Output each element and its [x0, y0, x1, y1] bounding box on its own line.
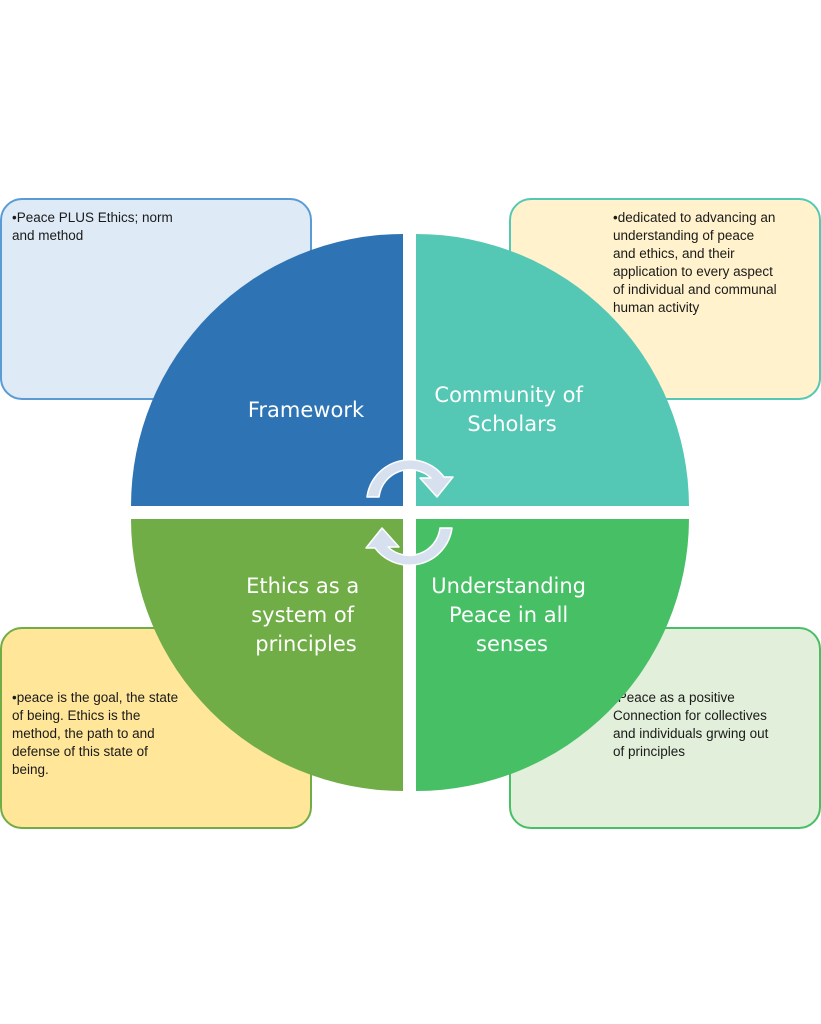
text-line: Connection for collectives [613, 708, 767, 723]
text-line: •dedicated to advancing an [613, 210, 776, 225]
quadrant-ethics [131, 519, 403, 791]
label-line: system of [251, 603, 354, 627]
text-line: of principles [613, 744, 686, 759]
text-line: method, the path to and [12, 726, 155, 741]
text-line: of being. Ethics is the [12, 708, 141, 723]
text-line: and individuals grwing out [613, 726, 769, 741]
text-line: of individual and communal [613, 282, 777, 297]
description-text-framework: •Peace PLUS Ethics; norm and method [12, 209, 173, 245]
quadrant-framework [131, 234, 403, 506]
text-line: •Peace PLUS Ethics; norm [12, 210, 173, 225]
text-line: and ethics, and their [613, 246, 735, 261]
description-text-community: •dedicated to advancing an understanding… [613, 209, 777, 317]
text-line: human activity [613, 300, 700, 315]
text-line: and method [12, 228, 84, 243]
description-text-understanding: •Peace as a positive Connection for coll… [613, 689, 768, 761]
text-line: application to every aspect [613, 264, 773, 279]
label-line: Framework [248, 398, 365, 422]
label-line: Ethics as a [246, 574, 359, 598]
label-line: Community of [434, 383, 583, 407]
label-line: Scholars [467, 412, 556, 436]
label-line: Peace in all [449, 603, 568, 627]
label-line: Understanding [431, 574, 586, 598]
label-line: senses [476, 632, 548, 656]
text-line: defense of this state of [12, 744, 148, 759]
text-line: being. [12, 762, 49, 777]
quadrant-label-ethics: Ethics as a system of principles [246, 574, 366, 656]
quadrant-label-community: Community of Scholars [434, 383, 589, 436]
text-line: •peace is the goal, the state [12, 690, 179, 705]
cycle-arrow-clockwise-bottom-icon [365, 527, 453, 566]
label-line: principles [255, 632, 357, 656]
quadrant-label-understanding: Understanding Peace in all senses [431, 574, 592, 656]
description-text-ethics: •peace is the goal, the state of being. … [12, 689, 178, 779]
cycle-arrow-clockwise-top-icon [366, 459, 454, 498]
quadrant-community-of-scholars [416, 233, 689, 506]
text-line: understanding of peace [613, 228, 755, 243]
quadrant-understanding-peace [416, 519, 689, 791]
quadrant-label-framework: Framework [248, 398, 365, 422]
text-line: •Peace as a positive [613, 690, 735, 705]
